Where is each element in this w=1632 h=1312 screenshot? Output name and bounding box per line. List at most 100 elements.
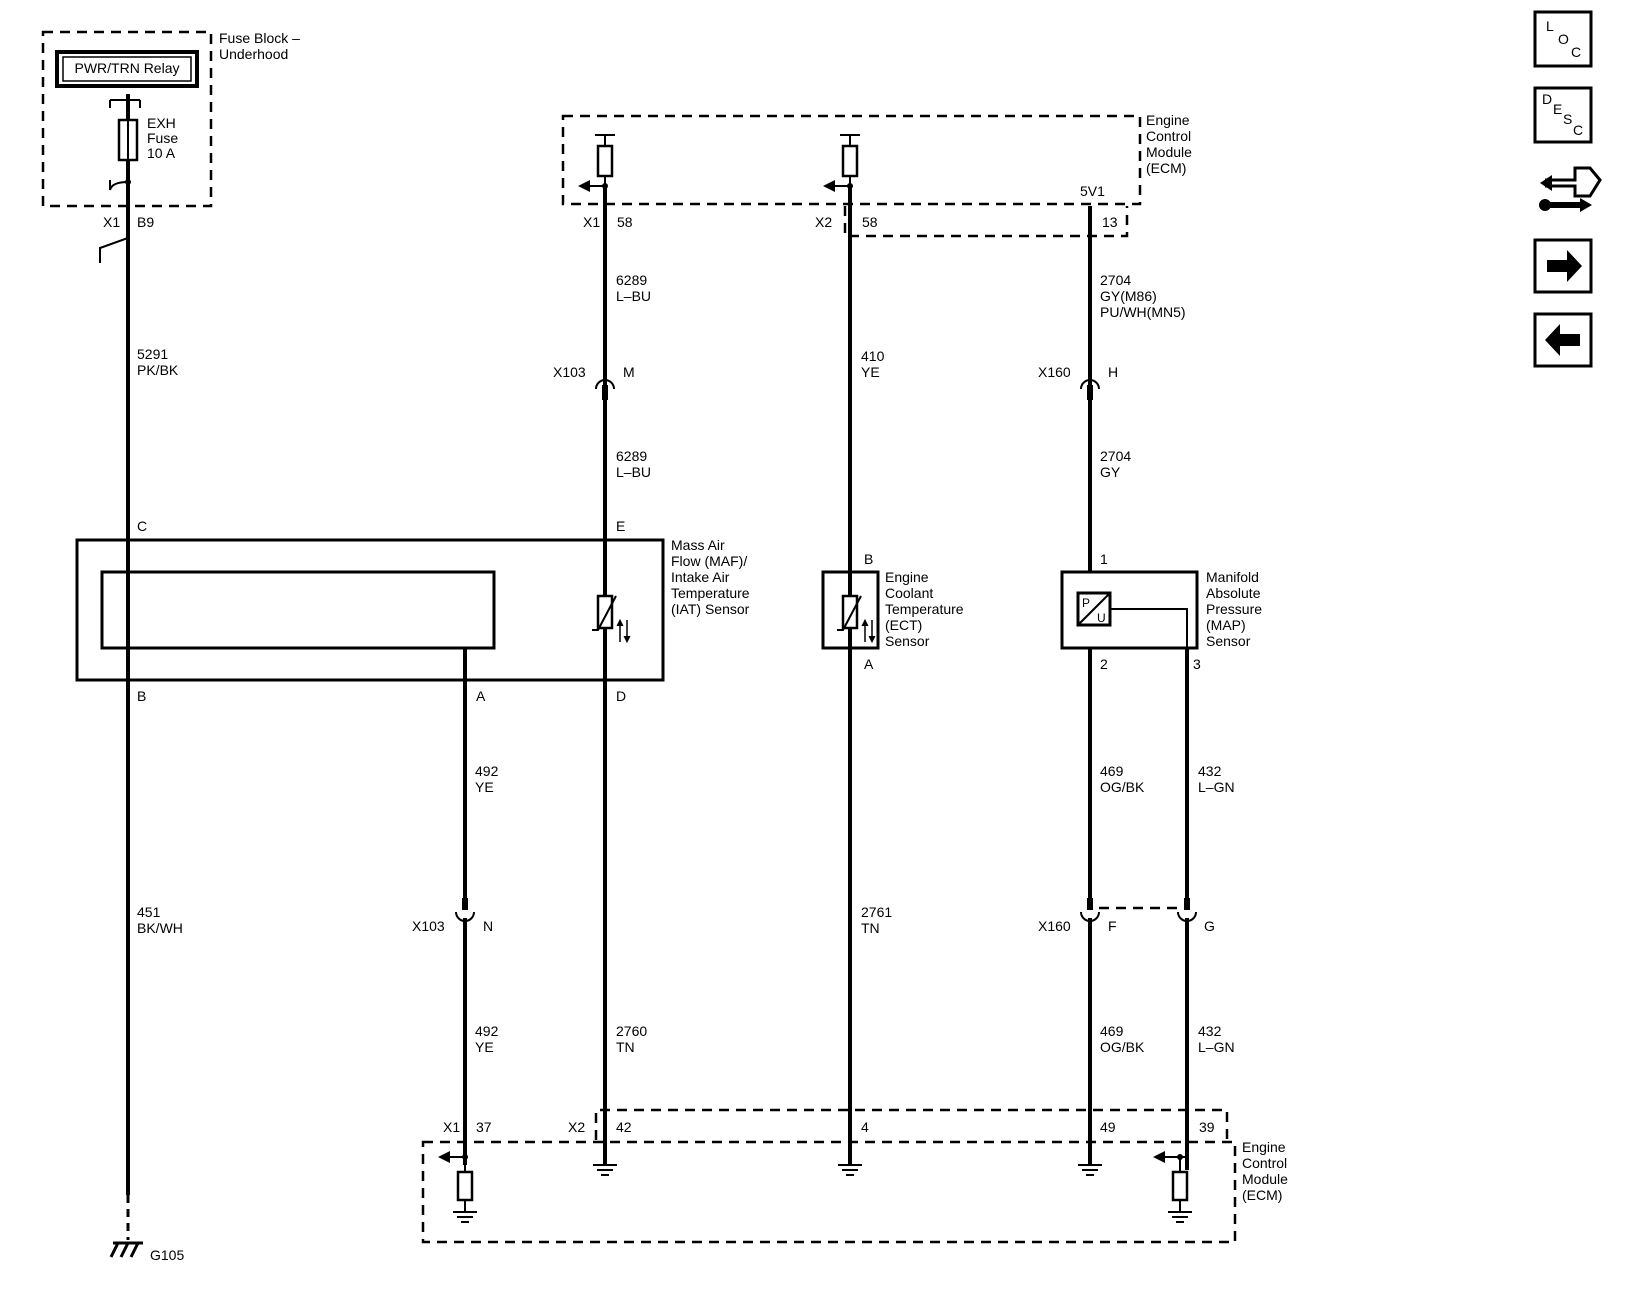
wire-2760-color: TN: [616, 1039, 635, 1055]
maf-pin-c: C: [137, 518, 147, 534]
wire-6289-upper-color: L–BU: [616, 288, 651, 304]
ecm-bottom-pin-42: 42: [616, 1119, 632, 1135]
maf-pin-e: E: [616, 518, 625, 534]
ect-label-2: Coolant: [885, 585, 933, 601]
ground-g105-icon: [109, 1241, 143, 1258]
x103-m-conn: X103: [553, 364, 586, 380]
ecm-top-pin-13: 13: [1102, 214, 1118, 230]
wire-2704-lower-circuit: 2704: [1100, 448, 1131, 464]
thermistor-icon: [592, 594, 631, 644]
wire-469-upper-circuit: 469: [1100, 763, 1124, 779]
wire-2704-upper-circuit: 2704: [1100, 272, 1131, 288]
ecm-bottom-x2-label: X2: [568, 1119, 585, 1135]
relay-label: PWR/TRN Relay: [74, 60, 179, 76]
wire-469-lower-circuit: 469: [1100, 1023, 1124, 1039]
map-label-2: Absolute: [1206, 585, 1261, 601]
x160-h-pin: H: [1108, 364, 1118, 380]
map-pin-1: 1: [1100, 551, 1108, 567]
ecm-bottom-label-3: Module: [1242, 1171, 1288, 1187]
connector-wrench-icon[interactable]: [1539, 166, 1602, 212]
fuse-block-underhood: Fuse Block – Underhood PWR/TRN Relay EXH…: [41, 30, 300, 208]
wire-492-lower-circuit: 492: [475, 1023, 499, 1039]
desc-letter-1: D: [1542, 91, 1552, 107]
wire-432-upper-circuit: 432: [1198, 763, 1222, 779]
pressure-transducer-icon: P U: [1076, 591, 1112, 627]
desc-letter-2: E: [1553, 101, 1562, 117]
wire-432-lower-circuit: 432: [1198, 1023, 1222, 1039]
wire-2704-color-mn5: PU/WH(MN5): [1100, 304, 1186, 320]
ect-label-5: Sensor: [885, 633, 930, 649]
x103-n-conn: X103: [412, 918, 445, 934]
map-label-5: Sensor: [1206, 633, 1251, 649]
x160-fg-conn: X160: [1038, 918, 1071, 934]
x160-pin-g: G: [1204, 918, 1215, 934]
signal-ground-49-icon: [1078, 1164, 1102, 1176]
loc-letter-1: L: [1546, 18, 1554, 34]
maf-iat-sensor: Mass Air Flow (MAF)/ Intake Air Temperat…: [75, 518, 750, 704]
map-label-1: Manifold: [1206, 569, 1259, 585]
x103-m-pin: M: [623, 364, 635, 380]
map-label-4: (MAP): [1206, 617, 1246, 633]
map-glyph-u: U: [1097, 611, 1106, 625]
maf-pin-d: D: [616, 688, 626, 704]
wire-5291-circuit: 5291: [137, 346, 168, 362]
signal-ground-4-icon: [838, 1164, 862, 1176]
back-arrow-button[interactable]: [1533, 312, 1593, 368]
x160-pin-f: F: [1108, 918, 1117, 934]
wire-6289-lower-color: L–BU: [616, 464, 651, 480]
pwr-trn-relay: PWR/TRN Relay: [55, 50, 199, 88]
desc-button[interactable]: D E S C: [1533, 86, 1593, 144]
wire-492-upper-color: YE: [475, 779, 494, 795]
wire-410-color: YE: [861, 364, 880, 380]
ecm-bottom-pin-37: 37: [476, 1119, 492, 1135]
wire-492-lower-color: YE: [475, 1039, 494, 1055]
ecm-top-label-4: (ECM): [1146, 160, 1186, 176]
wire-6289-lower-circuit: 6289: [616, 448, 647, 464]
ecm-top-pin-58b: 58: [862, 214, 878, 230]
ecm-bottom-module: Engine Control Module (ECM): [421, 1139, 1288, 1244]
wire-2760-circuit: 2760: [616, 1023, 647, 1039]
wire-469-lower-color: OG/BK: [1100, 1039, 1145, 1055]
ecm-bottom-pin-4: 4: [861, 1119, 869, 1135]
ecm-bottom-x1-label: X1: [443, 1119, 460, 1135]
maf-label-5: (IAT) Sensor: [671, 601, 750, 617]
wire-5291-color: PK/BK: [137, 362, 179, 378]
wire-2761-color: TN: [861, 920, 880, 936]
maf-label-4: Temperature: [671, 585, 750, 601]
maf-pin-a: A: [476, 688, 486, 704]
fuse-label-3: 10 A: [147, 145, 176, 161]
fuse-block-label-2: Underhood: [219, 46, 288, 62]
connector-x1-label: X1: [103, 214, 120, 230]
next-arrow-button[interactable]: [1533, 238, 1593, 294]
map-glyph-p: P: [1082, 596, 1090, 610]
ground-g105-label: G105: [150, 1247, 184, 1263]
ecm-bottom-pin-49: 49: [1100, 1119, 1116, 1135]
ecm-5v1-label: 5V1: [1080, 183, 1105, 199]
signal-ground-42-icon: [593, 1164, 617, 1176]
ect-label-4: (ECT): [885, 617, 922, 633]
ecm-top-label-3: Module: [1146, 144, 1192, 160]
wire-451-color: BK/WH: [137, 920, 183, 936]
ect-label-1: Engine: [885, 569, 929, 585]
ecm-bottom-label-4: (ECM): [1242, 1187, 1282, 1203]
wire-6289-upper-circuit: 6289: [616, 272, 647, 288]
maf-pin-b: B: [137, 688, 146, 704]
wire-2761-circuit: 2761: [861, 904, 892, 920]
ecm-bottom-pin-39: 39: [1199, 1119, 1215, 1135]
wire-2704-color-m86: GY(M86): [1100, 288, 1157, 304]
ect-label-3: Temperature: [885, 601, 964, 617]
ecm-bottom-label-2: Control: [1242, 1155, 1287, 1171]
wire-492-upper-circuit: 492: [475, 763, 499, 779]
left-arrow-icon: [1545, 324, 1580, 356]
maf-label-1: Mass Air: [671, 537, 725, 553]
loc-button[interactable]: L O C: [1533, 10, 1593, 68]
ect-pin-b: B: [864, 551, 873, 567]
desc-letter-3: S: [1563, 111, 1572, 127]
wire-432-upper-color: L–GN: [1198, 779, 1235, 795]
maf-label-3: Intake Air: [671, 569, 730, 585]
right-arrow-icon: [1547, 250, 1582, 282]
wire-432-lower-color: L–GN: [1198, 1039, 1235, 1055]
map-pin-3: 3: [1193, 656, 1201, 672]
ect-sensor: B A Engine Coolant Temperature (ECT) Sen…: [821, 551, 964, 672]
